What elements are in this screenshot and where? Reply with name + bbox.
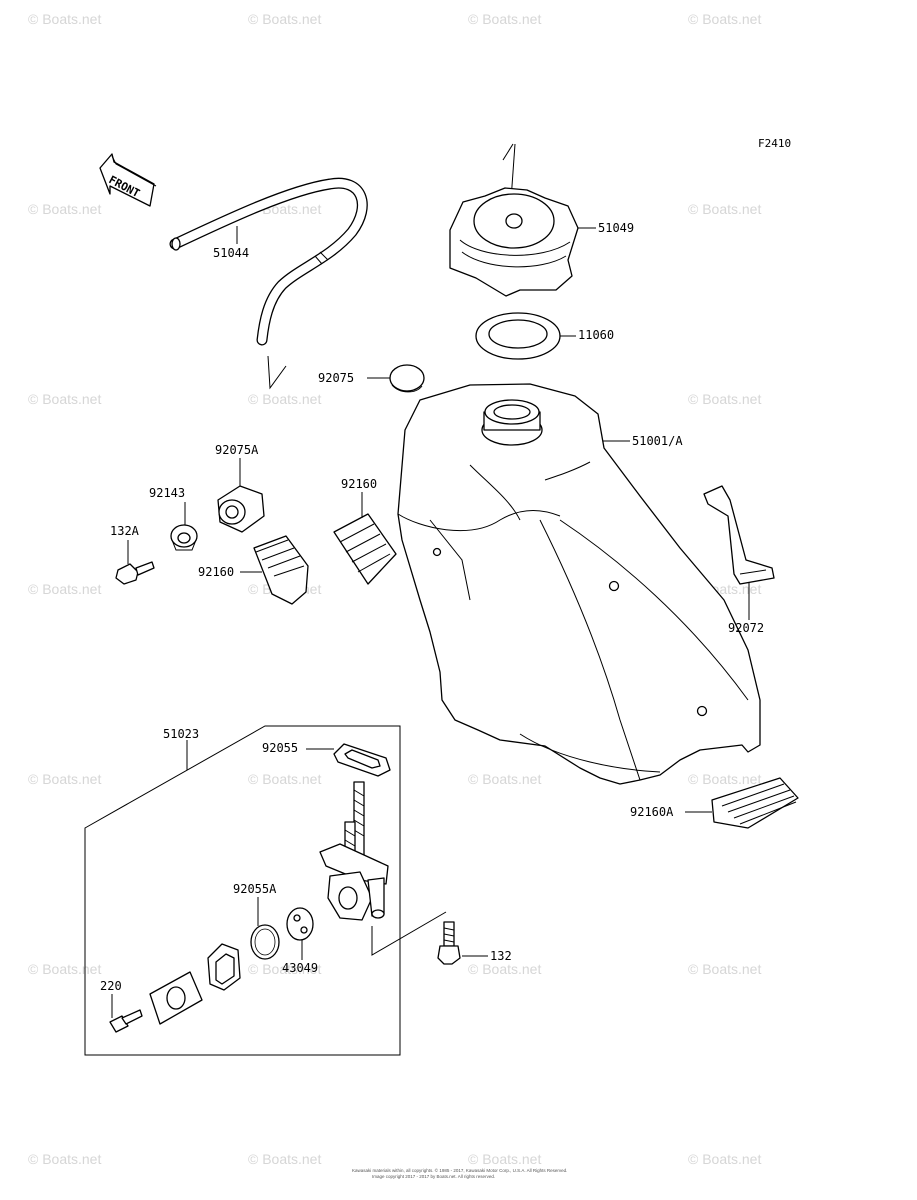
watermark: © Boats.net [468,771,541,787]
part-label-220: 220 [100,979,122,993]
fuel-cock-assembly-frame [84,725,401,1056]
copyright-line: Kawasaki materials within, all copyright… [352,1167,567,1173]
watermark: © Boats.net [468,1151,541,1167]
part-label-43049: 43049 [282,961,318,975]
screw-220 [109,1009,143,1033]
watermark: © Boats.net [28,581,101,597]
part-label-51001a: 51001/A [632,434,683,448]
part-label-132: 132 [490,949,512,963]
front-arrow-icon: FRONT [99,153,157,207]
watermark: © Boats.net [248,391,321,407]
watermark: © Boats.net [688,201,761,217]
diaphragm [286,907,314,941]
part-label-92075: 92075 [318,371,354,385]
watermark: © Boats.net [28,201,101,217]
figure-code: F2410 [758,137,791,150]
fuel-cock [319,781,389,921]
part-label-92055a: 92055A [233,882,277,896]
part-label-92055: 92055 [262,741,298,755]
watermark: © Boats.net [688,771,761,787]
o-ring [250,924,280,960]
rubber-pad-left [253,535,309,605]
part-label-92075a: 92075A [215,443,259,457]
watermark: © Boats.net [28,11,101,27]
fuel-cock-gasket [333,743,391,777]
part-label-92160-left: 92160 [198,565,234,579]
part-label-132a: 132A [110,524,140,538]
rubber-pad-top [333,513,397,585]
watermark: © Boats.net [248,771,321,787]
collar [170,524,198,551]
part-label-92160a: 92160A [630,805,674,819]
tank-damper [217,485,265,533]
fuel-cock-lever [207,943,241,991]
copyright-line: Image copyright 2017 - 2017 by Boats.net… [372,1174,495,1179]
watermark: © Boats.net [688,961,761,977]
part-label-92143: 92143 [149,486,185,500]
watermark: © Boats.net [28,391,101,407]
part-label-51044: 51044 [213,246,249,260]
rubber-cap [389,364,425,393]
watermark: © Boats.net [28,771,101,787]
watermark: © Boats.net [688,1151,761,1167]
watermark: © Boats.net [28,961,101,977]
bolt-132a [115,561,155,585]
part-label-51023: 51023 [163,727,199,741]
cap-gasket [475,312,561,360]
watermark: © Boats.net [468,961,541,977]
breather-hose [169,177,368,390]
watermark: © Boats.net [28,1151,101,1167]
watermark: © Boats.net [248,11,321,27]
bolt-132 [437,921,461,965]
watermark: © Boats.net [688,11,761,27]
part-label-92072: 92072 [728,621,764,635]
fuel-cap [449,143,579,297]
rubber-pad-92160a [711,777,799,829]
part-label-11060: 11060 [578,328,614,342]
watermark: © Boats.net [468,11,541,27]
watermark: © Boats.net [688,391,761,407]
part-label-51049: 51049 [598,221,634,235]
part-label-92160-top: 92160 [341,477,377,491]
tank-strap [703,485,775,585]
fuel-tank [397,383,761,785]
watermark: © Boats.net [248,1151,321,1167]
fuel-cock-plate [149,971,203,1025]
watermark: © Boats.net [248,961,321,977]
